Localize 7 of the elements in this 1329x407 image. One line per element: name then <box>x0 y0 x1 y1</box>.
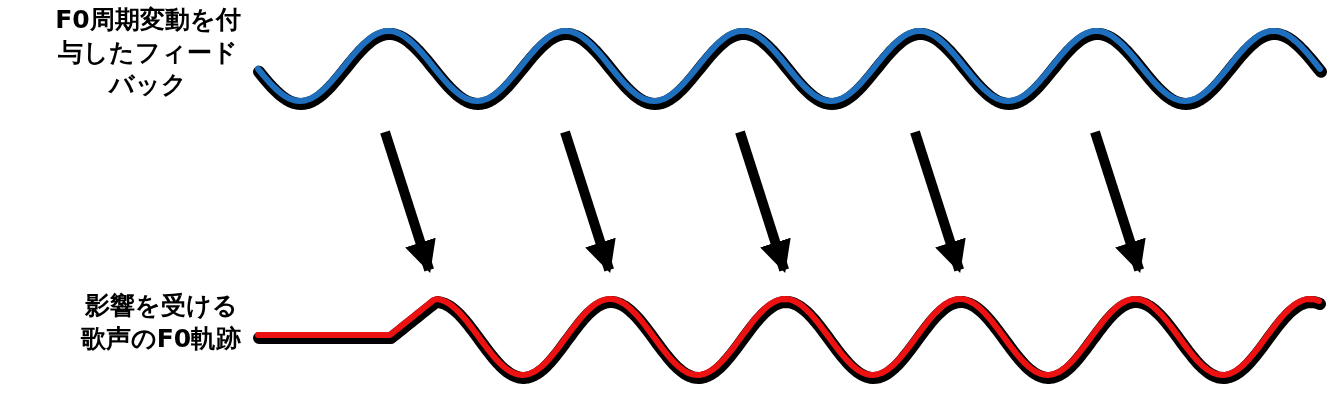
arrow <box>380 130 436 274</box>
arrow <box>910 130 966 274</box>
wave-caption: F0周期変動を付与したフィードバック <box>54 4 242 101</box>
arrow <box>560 130 616 274</box>
arrow <box>1090 130 1146 274</box>
arrow <box>735 130 791 274</box>
wave-caption: 影響を受ける歌声のF0軌跡 <box>79 290 243 355</box>
